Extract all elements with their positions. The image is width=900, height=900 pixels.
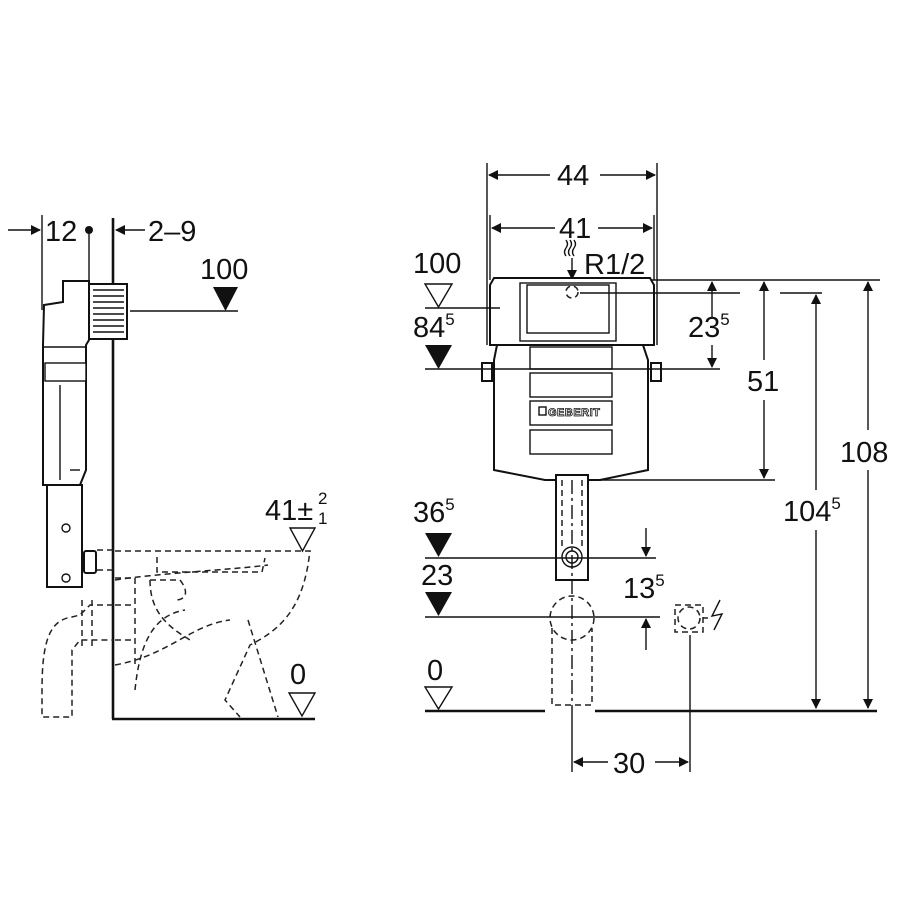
seat-tolerance-minus: 1	[318, 509, 327, 528]
level-floor-label: 0	[290, 659, 306, 691]
water-supply-icon	[563, 239, 577, 257]
dim-30-label: 30	[613, 748, 645, 780]
level-marker-filled	[213, 287, 238, 311]
front-view: 44 41 R1/2 GEBERIT	[413, 160, 888, 780]
level-84-label: 845	[413, 310, 455, 344]
side-view: 12 2–9 100	[8, 215, 327, 721]
dim-wall-label: 2–9	[148, 216, 196, 248]
dimension-dot	[85, 226, 93, 234]
dim-13-5-label: 135	[623, 571, 665, 605]
level-seat-label: 41±	[265, 495, 313, 527]
dim-width-inner-label: 41	[559, 213, 591, 245]
level-actuator-label: 100	[200, 254, 248, 286]
level-floor-label: 0	[427, 655, 443, 687]
dim-23-5-label: 235	[688, 310, 730, 344]
level-100-label: 100	[413, 248, 461, 280]
dim-51-label: 51	[747, 366, 779, 398]
toilet-outline-dashed	[41, 549, 311, 718]
water-connection-label: R1/2	[584, 249, 645, 281]
cistern-side	[42, 280, 128, 588]
cistern-front: GEBERIT	[481, 277, 662, 581]
dim-depth-label: 12	[45, 216, 77, 248]
dim-width-outer-label: 44	[557, 160, 589, 192]
brand-logo: GEBERIT	[548, 407, 600, 419]
electrical-connection-icon	[674, 599, 724, 633]
level-marker-open	[288, 527, 317, 553]
level-marker-open	[287, 692, 317, 718]
level-23-label: 23	[421, 560, 453, 592]
dim-108-label: 108	[840, 437, 888, 469]
seat-tolerance-plus: 2	[318, 489, 327, 508]
level-36-5-label: 365	[413, 495, 455, 529]
dim-104-5-label: 1045	[783, 494, 841, 528]
